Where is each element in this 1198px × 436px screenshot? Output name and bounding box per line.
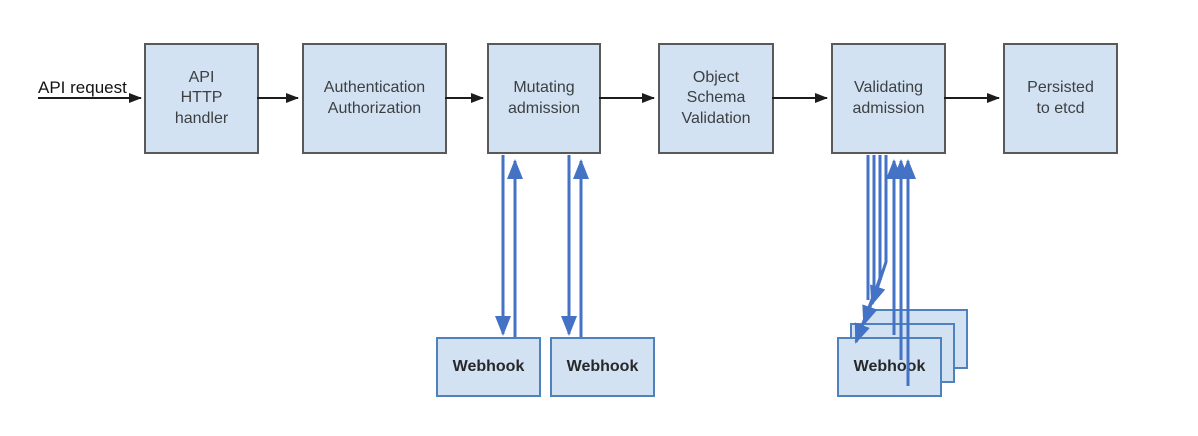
api-request-label: API request xyxy=(38,78,127,97)
webhook-label: Webhook xyxy=(853,358,926,375)
stage-label: API HTTP handler xyxy=(174,68,229,127)
stage-mutating-admission: Mutating admission xyxy=(487,43,601,154)
validating-webhook-call-arrow-2 xyxy=(862,155,882,326)
validating-webhook-call-arrow-1 xyxy=(870,155,888,306)
webhook-label: Webhook xyxy=(452,358,525,375)
stage-authentication-authorization: Authentication Authorization xyxy=(302,43,447,154)
stage-validating-admission: Validating admission xyxy=(831,43,946,154)
stage-label: Mutating admission xyxy=(507,79,581,117)
stage-api-http-handler: API HTTP handler xyxy=(144,43,259,154)
stage-persisted-to-etcd: Persisted to etcd xyxy=(1003,43,1118,154)
webhook-label: Webhook xyxy=(566,358,639,375)
stage-label: Object Schema Validation xyxy=(681,68,751,127)
stage-label: Persisted to etcd xyxy=(1027,79,1094,117)
stage-label: Validating admission xyxy=(852,79,925,117)
mutating-webhook-2: Webhook xyxy=(550,337,655,397)
validating-webhook-front: Webhook xyxy=(837,337,942,397)
stage-label: Authentication Authorization xyxy=(323,79,426,117)
stage-object-schema-validation: Object Schema Validation xyxy=(658,43,774,154)
mutating-webhook-1: Webhook xyxy=(436,337,541,397)
